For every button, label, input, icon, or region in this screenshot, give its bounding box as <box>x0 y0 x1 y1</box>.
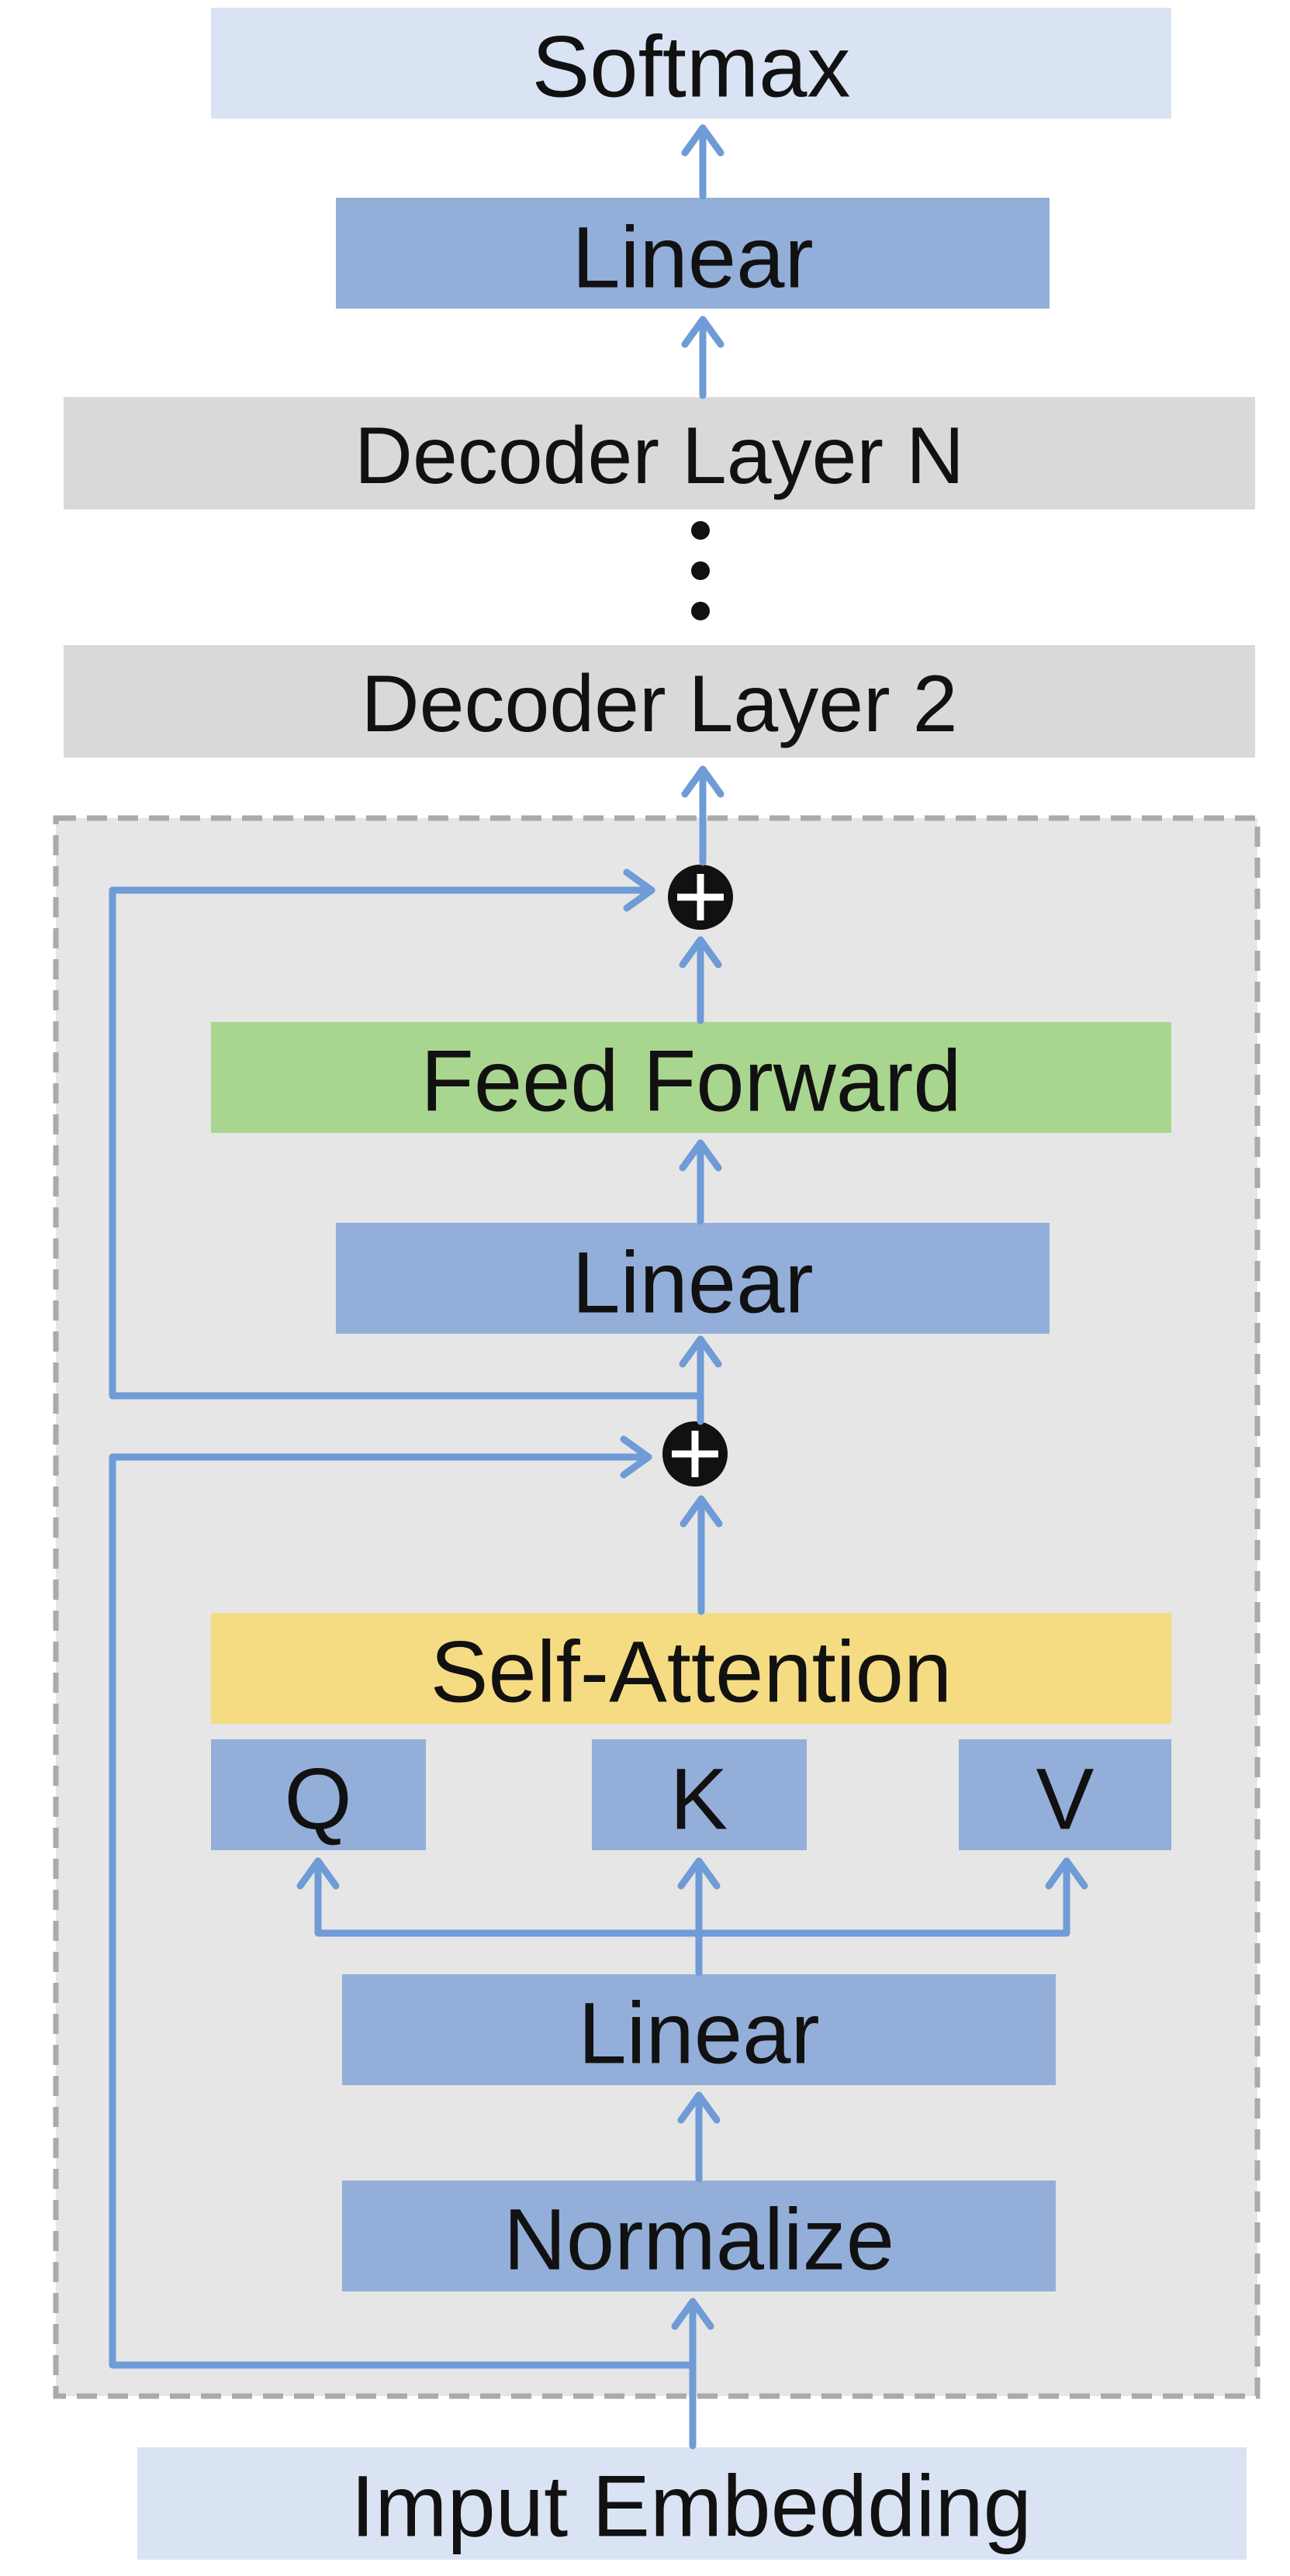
self-attention-label: Self-Attention <box>431 1624 952 1721</box>
ellipsis-dots <box>691 521 710 620</box>
linear-qkv-box: Linear <box>342 1974 1056 2085</box>
arrows-linear-to-qkv <box>296 1857 1088 1977</box>
linear-mid-label: Linear <box>572 1234 813 1331</box>
arrow-feedforward-to-add <box>679 936 722 1024</box>
arrow-linear-to-feedforward <box>679 1139 722 1225</box>
arrow-normalize-to-linear <box>677 2091 721 2183</box>
residual-connection-top <box>109 868 704 1400</box>
feed-forward-label: Feed Forward <box>420 1033 961 1130</box>
arrow-add-to-linear <box>679 1335 722 1425</box>
decoder-layer-2-box: Decoder Layer 2 <box>64 645 1255 758</box>
linear-top-label: Linear <box>572 209 813 306</box>
self-attention-box: Self-Attention <box>211 1613 1171 1724</box>
input-embedding-box: Imput Embedding <box>137 2447 1247 2560</box>
softmax-label: Softmax <box>532 19 851 116</box>
arrow-decoder-n-to-linear <box>681 316 725 399</box>
k-box: K <box>592 1739 807 1850</box>
decoder-layer-n-box: Decoder Layer N <box>64 397 1255 509</box>
add-node-bottom <box>662 1421 728 1487</box>
normalize-label: Normalize <box>503 2191 894 2288</box>
v-label: V <box>1036 1751 1095 1848</box>
softmax-box: Softmax <box>211 8 1171 119</box>
add-node-top <box>668 865 733 930</box>
linear-top-box: Linear <box>336 198 1050 309</box>
feed-forward-box: Feed Forward <box>211 1022 1171 1133</box>
k-label: K <box>670 1751 728 1848</box>
arrow-add-to-decoder-2 <box>681 765 725 866</box>
arrow-attention-to-add <box>680 1495 723 1615</box>
normalize-box: Normalize <box>342 2181 1056 2291</box>
decoder-layer-2-label: Decoder Layer 2 <box>361 659 958 749</box>
linear-mid-box: Linear <box>336 1223 1050 1334</box>
arrow-input-to-normalize <box>671 2298 714 2450</box>
q-box: Q <box>211 1739 426 1850</box>
v-box: V <box>959 1739 1171 1850</box>
arrow-linear-to-softmax <box>681 124 725 200</box>
input-embedding-label: Imput Embedding <box>351 2458 1032 2555</box>
residual-connection-bottom <box>109 1435 697 2369</box>
linear-qkv-label: Linear <box>578 1985 819 2082</box>
q-label: Q <box>284 1751 351 1848</box>
decoder-layer-n-label: Decoder Layer N <box>354 411 964 501</box>
